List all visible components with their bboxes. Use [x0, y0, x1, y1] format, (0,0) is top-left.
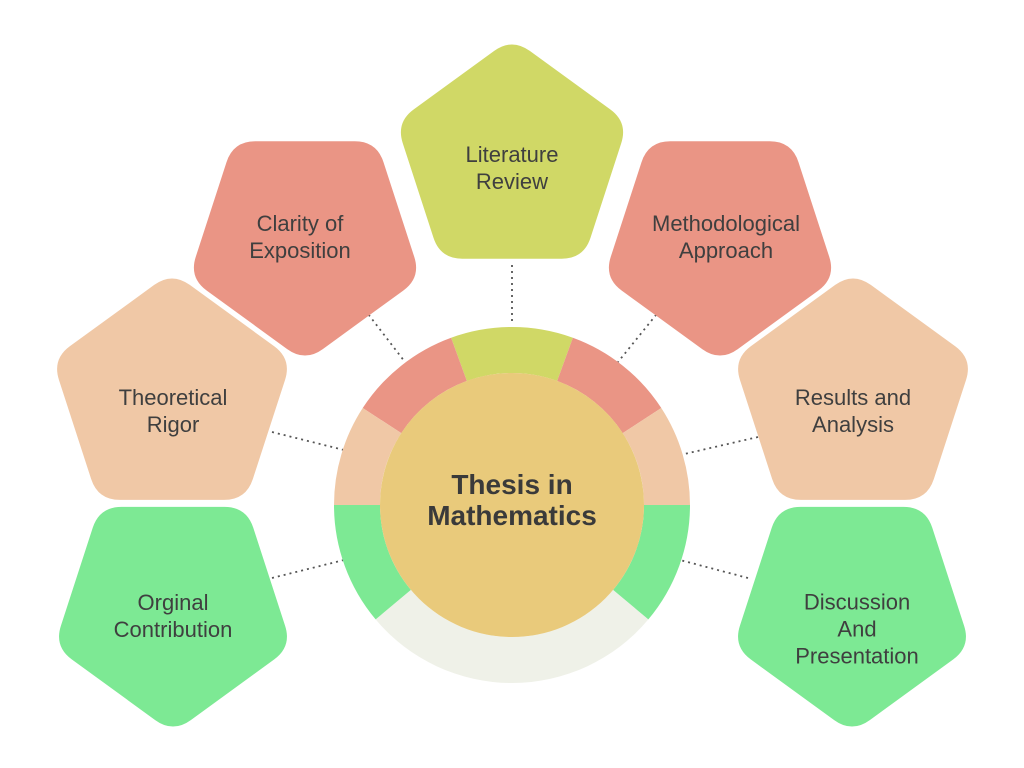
connector-results-and-analysis: [679, 436, 759, 456]
connectors: [271, 265, 759, 579]
pentagon-methodological-approach: [608, 141, 832, 356]
connector-orginal-contribution: [271, 559, 345, 579]
pentagon-literature-review: [400, 44, 624, 259]
center-title: Thesis in Mathematics: [427, 469, 597, 531]
ring-segment-results-and-analysis: [622, 408, 690, 505]
pentagon-nodes: [57, 44, 968, 727]
ring-segment-methodological-approach: [557, 337, 662, 434]
label-literature-review: Literature Review: [465, 142, 559, 194]
label-clarity-of-exposition: Clarity of Exposition: [249, 211, 351, 263]
label-theoretical-rigor: Theoretical Rigor: [118, 385, 228, 437]
label-discussion-and-presentation: Discussion And Presentation: [795, 589, 919, 669]
label-methodological-approach: Methodological Approach: [652, 211, 800, 263]
ring-segment-remainder: [375, 589, 649, 683]
label-results-and-analysis: Results and Analysis: [794, 385, 912, 437]
pentagon-orginal-contribution: [59, 506, 287, 727]
pentagon-theoretical-rigor: [57, 278, 287, 500]
label-orginal-contribution: Orginal Contribution: [113, 590, 233, 642]
connector-discussion-and-presentation: [679, 559, 749, 579]
hub-circle: [380, 373, 644, 637]
ring-segment-literature-review: [451, 327, 573, 381]
connector-theoretical-rigor: [271, 431, 345, 451]
ring-segment-orginal-contribution: [334, 505, 411, 620]
hub-ring: [334, 327, 690, 683]
pentagon-clarity-of-exposition: [193, 141, 417, 356]
ring-segment-theoretical-rigor: [334, 408, 402, 505]
ring-segment-clarity-of-exposition: [362, 337, 467, 434]
connector-methodological-approach: [617, 309, 661, 363]
pentagon-results-and-analysis: [738, 278, 968, 500]
ring-segment-discussion-and-presentation: [613, 505, 690, 620]
connector-clarity-of-exposition: [364, 309, 406, 363]
pentagon-discussion-and-presentation: [738, 506, 966, 727]
